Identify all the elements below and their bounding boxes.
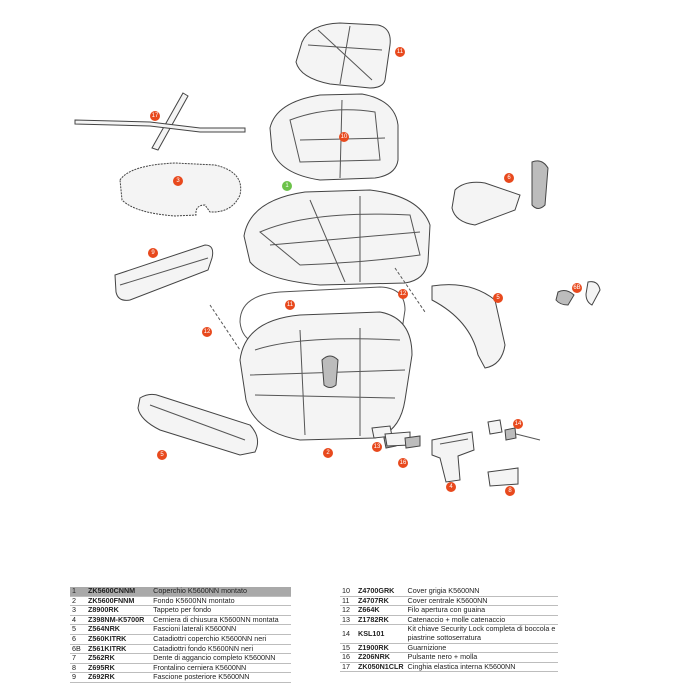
svg-text:13: 13 [374, 444, 381, 450]
callout-16: 16 [398, 458, 408, 468]
svg-text:10: 10 [341, 134, 348, 140]
callout-12-left: 12 [202, 327, 212, 337]
part-side-band-left [137, 393, 259, 456]
callout-13: 13 [372, 442, 382, 452]
callout-10: 10 [339, 132, 349, 142]
svg-text:11: 11 [287, 302, 294, 308]
part-button [384, 431, 421, 449]
svg-text:2: 2 [326, 450, 330, 456]
svg-text:12: 12 [204, 329, 211, 335]
callout-11-gasket: 11 [285, 300, 295, 310]
part-grey-cover [269, 93, 399, 181]
callout-2: 2 [323, 448, 333, 458]
part-base-reflectors [555, 281, 601, 306]
part-lock-kit [487, 419, 541, 441]
svg-text:9: 9 [151, 250, 155, 256]
svg-text:8: 8 [508, 488, 512, 494]
callout-9: 9 [148, 248, 158, 258]
callout-1: 1 [282, 181, 292, 191]
svg-text:3: 3 [176, 178, 180, 184]
svg-text:4: 4 [449, 484, 453, 490]
part-top-cover [295, 22, 391, 89]
callout-4: 4 [446, 482, 456, 492]
callout-3: 3 [173, 176, 183, 186]
svg-text:6B: 6B [573, 285, 580, 291]
svg-text:14: 14 [515, 421, 522, 427]
exploded-parts-diagram: 11 10 17 3 1 6 9 12 11 12 5 6B 5 2 13 16… [74, 22, 601, 496]
part-elastic-strap [74, 92, 246, 151]
part-lid-reflectors [451, 160, 549, 226]
callout-11: 11 [395, 47, 405, 57]
part-rear-band [114, 244, 214, 301]
part-lid [243, 189, 431, 286]
callout-5-right: 5 [493, 293, 503, 303]
part-base [239, 311, 413, 441]
callout-6: 6 [504, 173, 514, 183]
svg-text:1: 1 [285, 183, 289, 189]
part-floor-mat [119, 162, 242, 217]
callout-5-left: 5 [157, 450, 167, 460]
svg-text:17: 17 [152, 113, 159, 119]
svg-text:5: 5 [496, 295, 500, 301]
svg-text:11: 11 [397, 49, 404, 55]
callout-12-right: 12 [398, 289, 408, 299]
part-side-band-right [431, 284, 506, 369]
callout-8: 8 [505, 486, 515, 496]
svg-text:6: 6 [507, 175, 511, 181]
svg-text:12: 12 [400, 291, 407, 297]
callout-17: 17 [150, 111, 160, 121]
callout-6b: 6B [572, 283, 582, 293]
part-hinge-front [487, 467, 519, 487]
svg-text:5: 5 [160, 452, 164, 458]
part-hinge [431, 431, 475, 483]
part-opening-wires [209, 267, 426, 351]
callout-14: 14 [513, 419, 523, 429]
svg-text:16: 16 [400, 460, 407, 466]
